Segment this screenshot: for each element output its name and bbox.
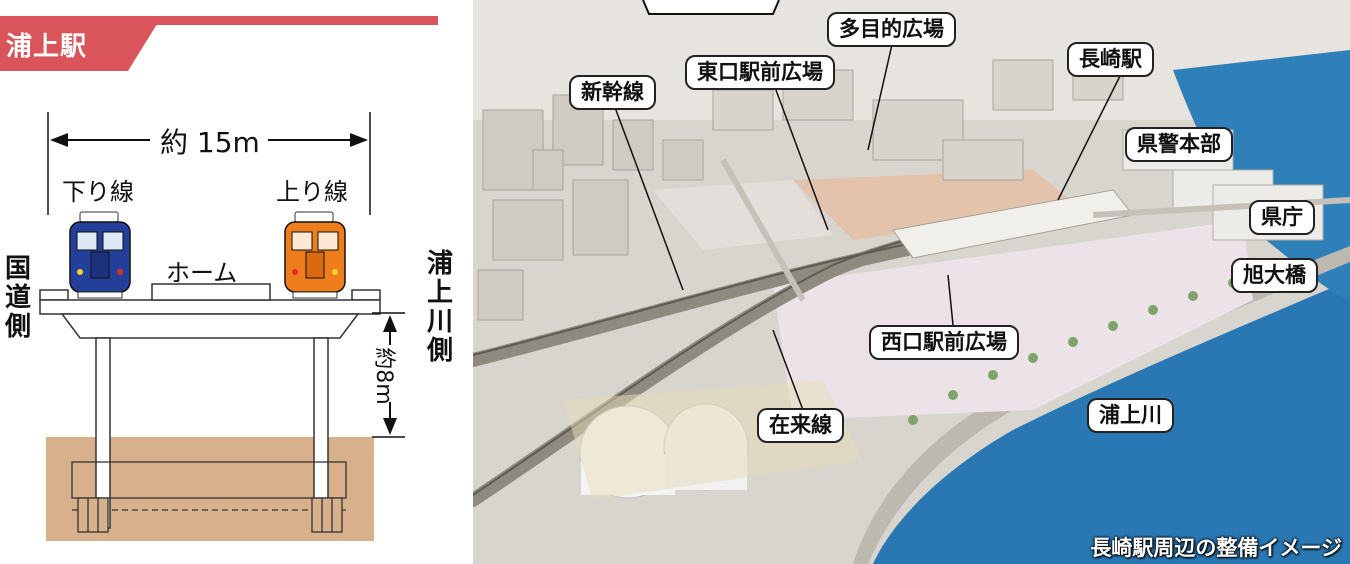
- header-bar: [0, 16, 438, 25]
- cross-section-drawing: [39, 112, 405, 541]
- section-title: 浦上駅: [6, 32, 88, 62]
- footing: [71, 461, 347, 533]
- down-line-label: 下り線: [62, 178, 134, 206]
- callout-police-hq: 県警本部: [1125, 127, 1233, 162]
- callout-east-plaza: 東口駅前広場: [685, 55, 835, 90]
- model-caption: 長崎駅周辺の整備イメージ: [1090, 536, 1342, 560]
- callout-leaders: [612, 39, 1124, 411]
- buildings-left: [477, 94, 704, 321]
- callout-urakami-river: 浦上川: [1087, 398, 1174, 433]
- down-line-train: [69, 211, 131, 299]
- platform-label: ホーム: [166, 259, 238, 287]
- river-trees: [908, 278, 1238, 425]
- width-label: 約 15m: [154, 121, 266, 161]
- height-dim-arrow-bottom: [383, 418, 397, 435]
- width-dim-arrow-left: [50, 133, 68, 147]
- callout-multipurpose-plaza: 多目的広場: [827, 12, 956, 47]
- callout-conventional-line: 在来線: [757, 408, 844, 443]
- callout-prefectural-office: 県庁: [1249, 200, 1315, 235]
- up-line-label: 上り線: [276, 178, 348, 206]
- west-plaza-area: [773, 220, 1253, 420]
- callout-shinkansen: 新幹線: [569, 75, 656, 110]
- left-side-label: 国道側: [4, 254, 31, 342]
- north-arrow-fragment: [642, 0, 780, 15]
- multipurpose-plaza-area: [793, 170, 1083, 240]
- height-dim-arrow-top: [383, 315, 397, 332]
- cross-section-panel: 浦上駅: [0, 0, 470, 564]
- up-line-train: [284, 211, 346, 299]
- model-photo-panel: 新幹線 東口駅前広場 多目的広場 長崎駅 県警本部 県庁 旭大橋 西口駅前広場 …: [473, 0, 1350, 564]
- east-plaza-area: [653, 180, 833, 250]
- width-dim-arrow-right: [350, 133, 368, 147]
- height-label: 約8m: [371, 347, 396, 405]
- right-side-label: 浦上川側: [426, 249, 453, 366]
- callout-asahi-bridge: 旭大橋: [1231, 258, 1318, 293]
- viaduct-deck: [39, 283, 381, 339]
- callout-nagasaki-station: 長崎駅: [1067, 42, 1154, 77]
- callout-west-plaza: 西口駅前広場: [869, 325, 1019, 360]
